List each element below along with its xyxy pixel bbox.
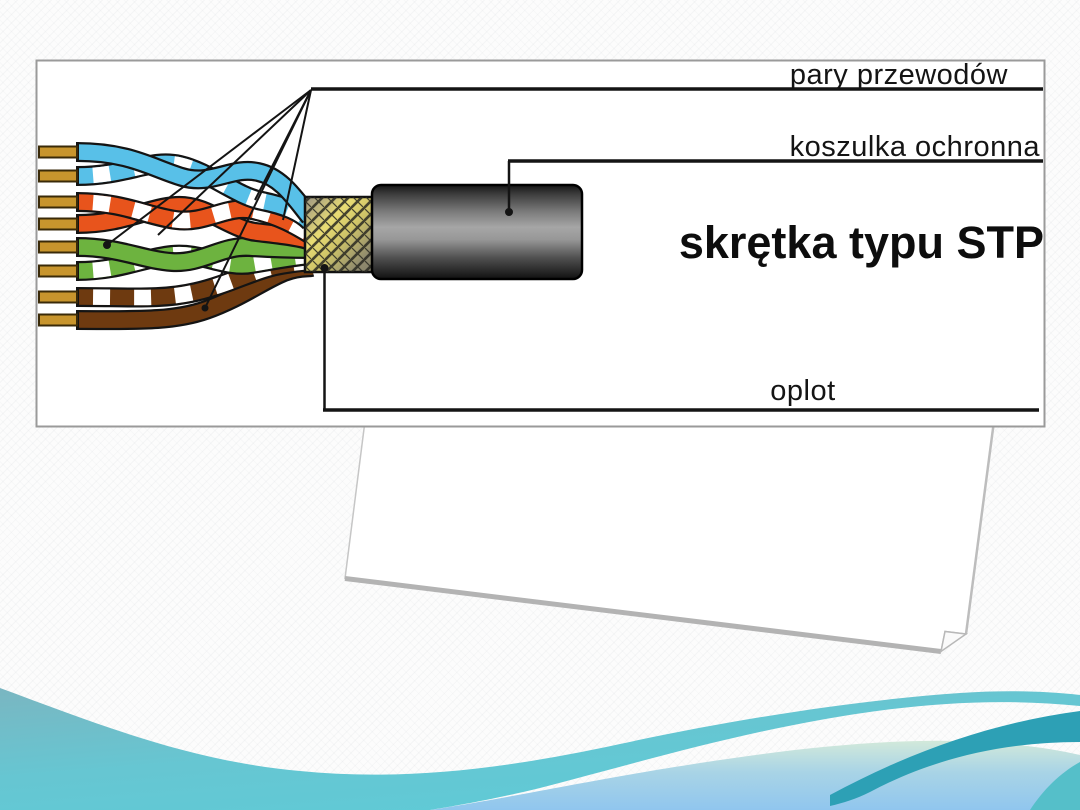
- paper-right-edge: [964, 420, 996, 635]
- jacket-leader-dot: [505, 208, 513, 216]
- cable-figure: pary przewodów koszulka ochronna skrętka…: [35, 59, 1046, 428]
- wire-blue-solid: [76, 144, 317, 222]
- pairs-fan-lines: [103, 89, 312, 312]
- wire-tip: [38, 290, 78, 304]
- shield-braid: [303, 195, 375, 274]
- wire-tip: [38, 145, 78, 159]
- wire-green-solid: [76, 239, 312, 270]
- paper-sheet: [344, 420, 996, 654]
- wire-tip: [38, 313, 78, 327]
- paper-folded-corner: [939, 630, 969, 654]
- wire-tip: [38, 217, 78, 231]
- jacket-label: koszulka ochronna: [790, 131, 1041, 163]
- wire-tip: [38, 264, 78, 278]
- pairs-label: pary przewodów: [790, 59, 1009, 91]
- cable-type-title: skrętka typu STP: [679, 217, 1044, 268]
- braid-label: oplot: [770, 375, 835, 407]
- paper-bottom-edge: [344, 576, 942, 654]
- cable-jacket: [370, 183, 584, 281]
- wave-main-band: [0, 688, 1080, 810]
- wire-tip: [38, 240, 78, 254]
- bare-wire-tips: [38, 142, 79, 330]
- leader-lines: [311, 87, 1043, 412]
- braid-leader-dot: [320, 264, 329, 272]
- wire-tip: [38, 169, 78, 183]
- wave-corner-wedge: [1030, 762, 1080, 810]
- wire-tip: [38, 195, 78, 209]
- wave-dark-band: [830, 711, 1080, 806]
- footer-wave: [0, 688, 1080, 810]
